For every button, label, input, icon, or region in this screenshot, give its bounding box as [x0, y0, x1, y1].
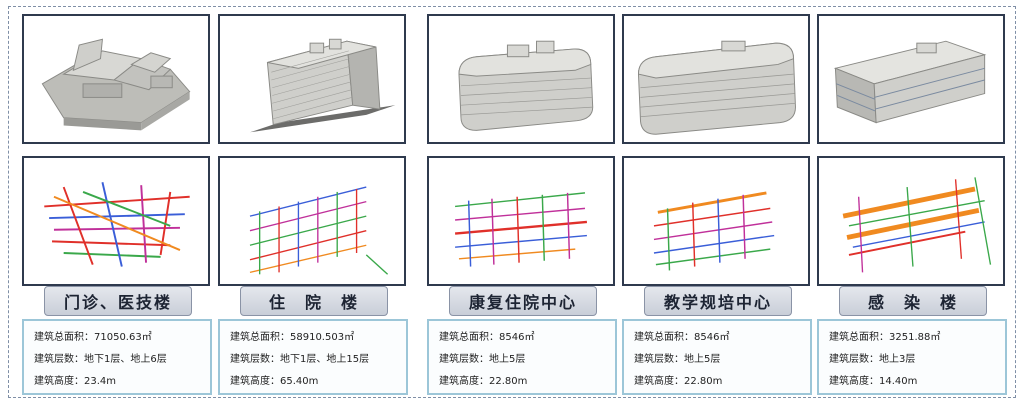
building-column-inpatient: 住 院 楼 建筑总面积：58910.503㎡ 建筑层数：地下1层、地上15层 建…	[218, 0, 408, 405]
building-info-panel: 建筑总面积：71050.63㎡ 建筑层数：地下1层、地上6层 建筑高度：23.4…	[22, 319, 212, 395]
floors-row: 建筑层数：地上5层	[634, 354, 721, 365]
building-info-panel: 建筑总面积：58910.503㎡ 建筑层数：地下1层、地上15层 建筑高度：65…	[218, 319, 408, 395]
floors-row: 建筑层数：地上3层	[829, 354, 916, 365]
area-row: 建筑总面积：3251.88㎡	[829, 332, 941, 343]
building-name-button[interactable]: 感 染 楼	[839, 286, 987, 316]
height-row: 建筑高度：65.40m	[230, 376, 319, 387]
building-name-button[interactable]: 住 院 楼	[240, 286, 388, 316]
mep-pipe-model-icon	[249, 186, 389, 275]
building-info-panel: 建筑总面积：3251.88㎡ 建筑层数：地上3层 建筑高度：14.40m	[817, 319, 1007, 395]
building-3d-model-icon	[458, 40, 594, 131]
height-row: 建筑高度：23.4m	[34, 376, 117, 387]
height-row: 建筑高度：22.80m	[634, 376, 723, 387]
mep-pipe-model-icon	[44, 182, 190, 267]
building-3d-model-icon	[41, 38, 191, 131]
area-row: 建筑总面积：8546㎡	[634, 332, 730, 343]
building-info-panel: 建筑总面积：8546㎡ 建筑层数：地上5层 建筑高度：22.80m	[622, 319, 812, 395]
mep-pipe-model-icon	[842, 177, 992, 273]
building-name-button[interactable]: 教学规培中心	[644, 286, 792, 316]
building-column-infection: 感 染 楼 建筑总面积：3251.88㎡ 建筑层数：地上3层 建筑高度：14.4…	[817, 0, 1007, 405]
building-3d-model-icon	[637, 40, 796, 135]
building-column-teaching: 教学规培中心 建筑总面积：8546㎡ 建筑层数：地上5层 建筑高度：22.80m	[622, 0, 812, 405]
building-name-button[interactable]: 康复住院中心	[449, 286, 597, 316]
floors-row: 建筑层数：地下1层、地上15层	[230, 354, 370, 365]
mep-model-image	[22, 156, 210, 286]
building-column-outpatient: 门诊、医技楼 建筑总面积：71050.63㎡ 建筑层数：地下1层、地上6层 建筑…	[22, 0, 212, 405]
mep-pipe-model-icon	[653, 191, 775, 271]
building-model-image	[427, 14, 615, 144]
mep-pipe-model-icon	[454, 192, 588, 267]
outer-frame	[8, 6, 1016, 398]
height-row: 建筑高度：22.80m	[439, 376, 528, 387]
building-column-rehab: 康复住院中心 建筑总面积：8546㎡ 建筑层数：地上5层 建筑高度：22.80m	[427, 0, 617, 405]
mep-model-image	[622, 156, 810, 286]
building-3d-model-icon	[249, 38, 396, 133]
building-3d-model-icon	[833, 40, 987, 124]
mep-model-image	[427, 156, 615, 286]
area-row: 建筑总面积：71050.63㎡	[34, 332, 152, 343]
mep-model-image	[218, 156, 406, 286]
floors-row: 建筑层数：地下1层、地上6层	[34, 354, 167, 365]
area-row: 建筑总面积：8546㎡	[439, 332, 535, 343]
mep-model-image	[817, 156, 1005, 286]
height-row: 建筑高度：14.40m	[829, 376, 918, 387]
building-name-button[interactable]: 门诊、医技楼	[44, 286, 192, 316]
floors-row: 建筑层数：地上5层	[439, 354, 526, 365]
area-row: 建筑总面积：58910.503㎡	[230, 332, 355, 343]
building-model-image	[22, 14, 210, 144]
building-info-panel: 建筑总面积：8546㎡ 建筑层数：地上5层 建筑高度：22.80m	[427, 319, 617, 395]
building-model-image	[622, 14, 810, 144]
building-model-image	[817, 14, 1005, 144]
building-model-image	[218, 14, 406, 144]
